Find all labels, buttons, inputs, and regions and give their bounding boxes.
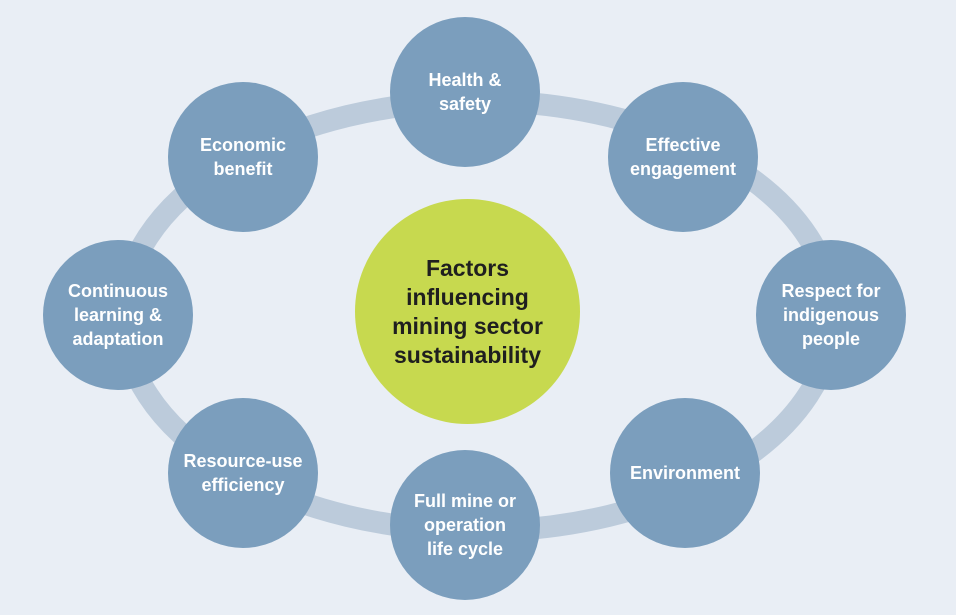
- factor-environment: Environment: [610, 398, 760, 548]
- factor-line: engagement: [629, 159, 737, 179]
- factor-line: benefit: [213, 159, 273, 179]
- factor-line: Environment: [629, 463, 740, 483]
- factor-line: operation: [423, 515, 506, 535]
- center-line-1: Factors: [425, 254, 510, 281]
- factor-full-mine-life-cycle: Full mine or operation life cycle: [390, 450, 540, 600]
- factor-line: life cycle: [426, 539, 504, 559]
- factor-line: safety: [438, 94, 491, 114]
- factor-line: people: [801, 329, 860, 349]
- factor-line: Respect for: [781, 281, 881, 301]
- center-line-3: mining sector: [392, 312, 543, 339]
- factor-continuous-learning: Continuous learning & adaptation: [43, 240, 193, 390]
- factor-line: Full mine or: [413, 491, 516, 511]
- factor-line: Continuous: [68, 281, 168, 301]
- factor-line: indigenous: [783, 305, 879, 325]
- factor-health-safety: Health & safety: [390, 17, 540, 167]
- factor-respect-indigenous: Respect for indigenous people: [756, 240, 906, 390]
- factor-line: Resource-use: [183, 451, 303, 471]
- factor-line: Health &: [428, 70, 502, 90]
- center-topic: Factors influencing mining sector sustai…: [355, 199, 580, 424]
- factor-effective-engagement: Effective engagement: [608, 82, 758, 232]
- center-line-4: sustainability: [394, 341, 541, 368]
- factor-line: Effective: [645, 135, 721, 155]
- factor-resource-use-efficiency: Resource-use efficiency: [168, 398, 318, 548]
- factor-line: adaptation: [72, 329, 164, 349]
- factor-economic-benefit: Economic benefit: [168, 82, 318, 232]
- center-line-2: influencing: [406, 283, 529, 310]
- factor-line: learning &: [73, 305, 162, 325]
- factor-line: efficiency: [201, 475, 285, 495]
- factor-line: Economic: [199, 135, 287, 155]
